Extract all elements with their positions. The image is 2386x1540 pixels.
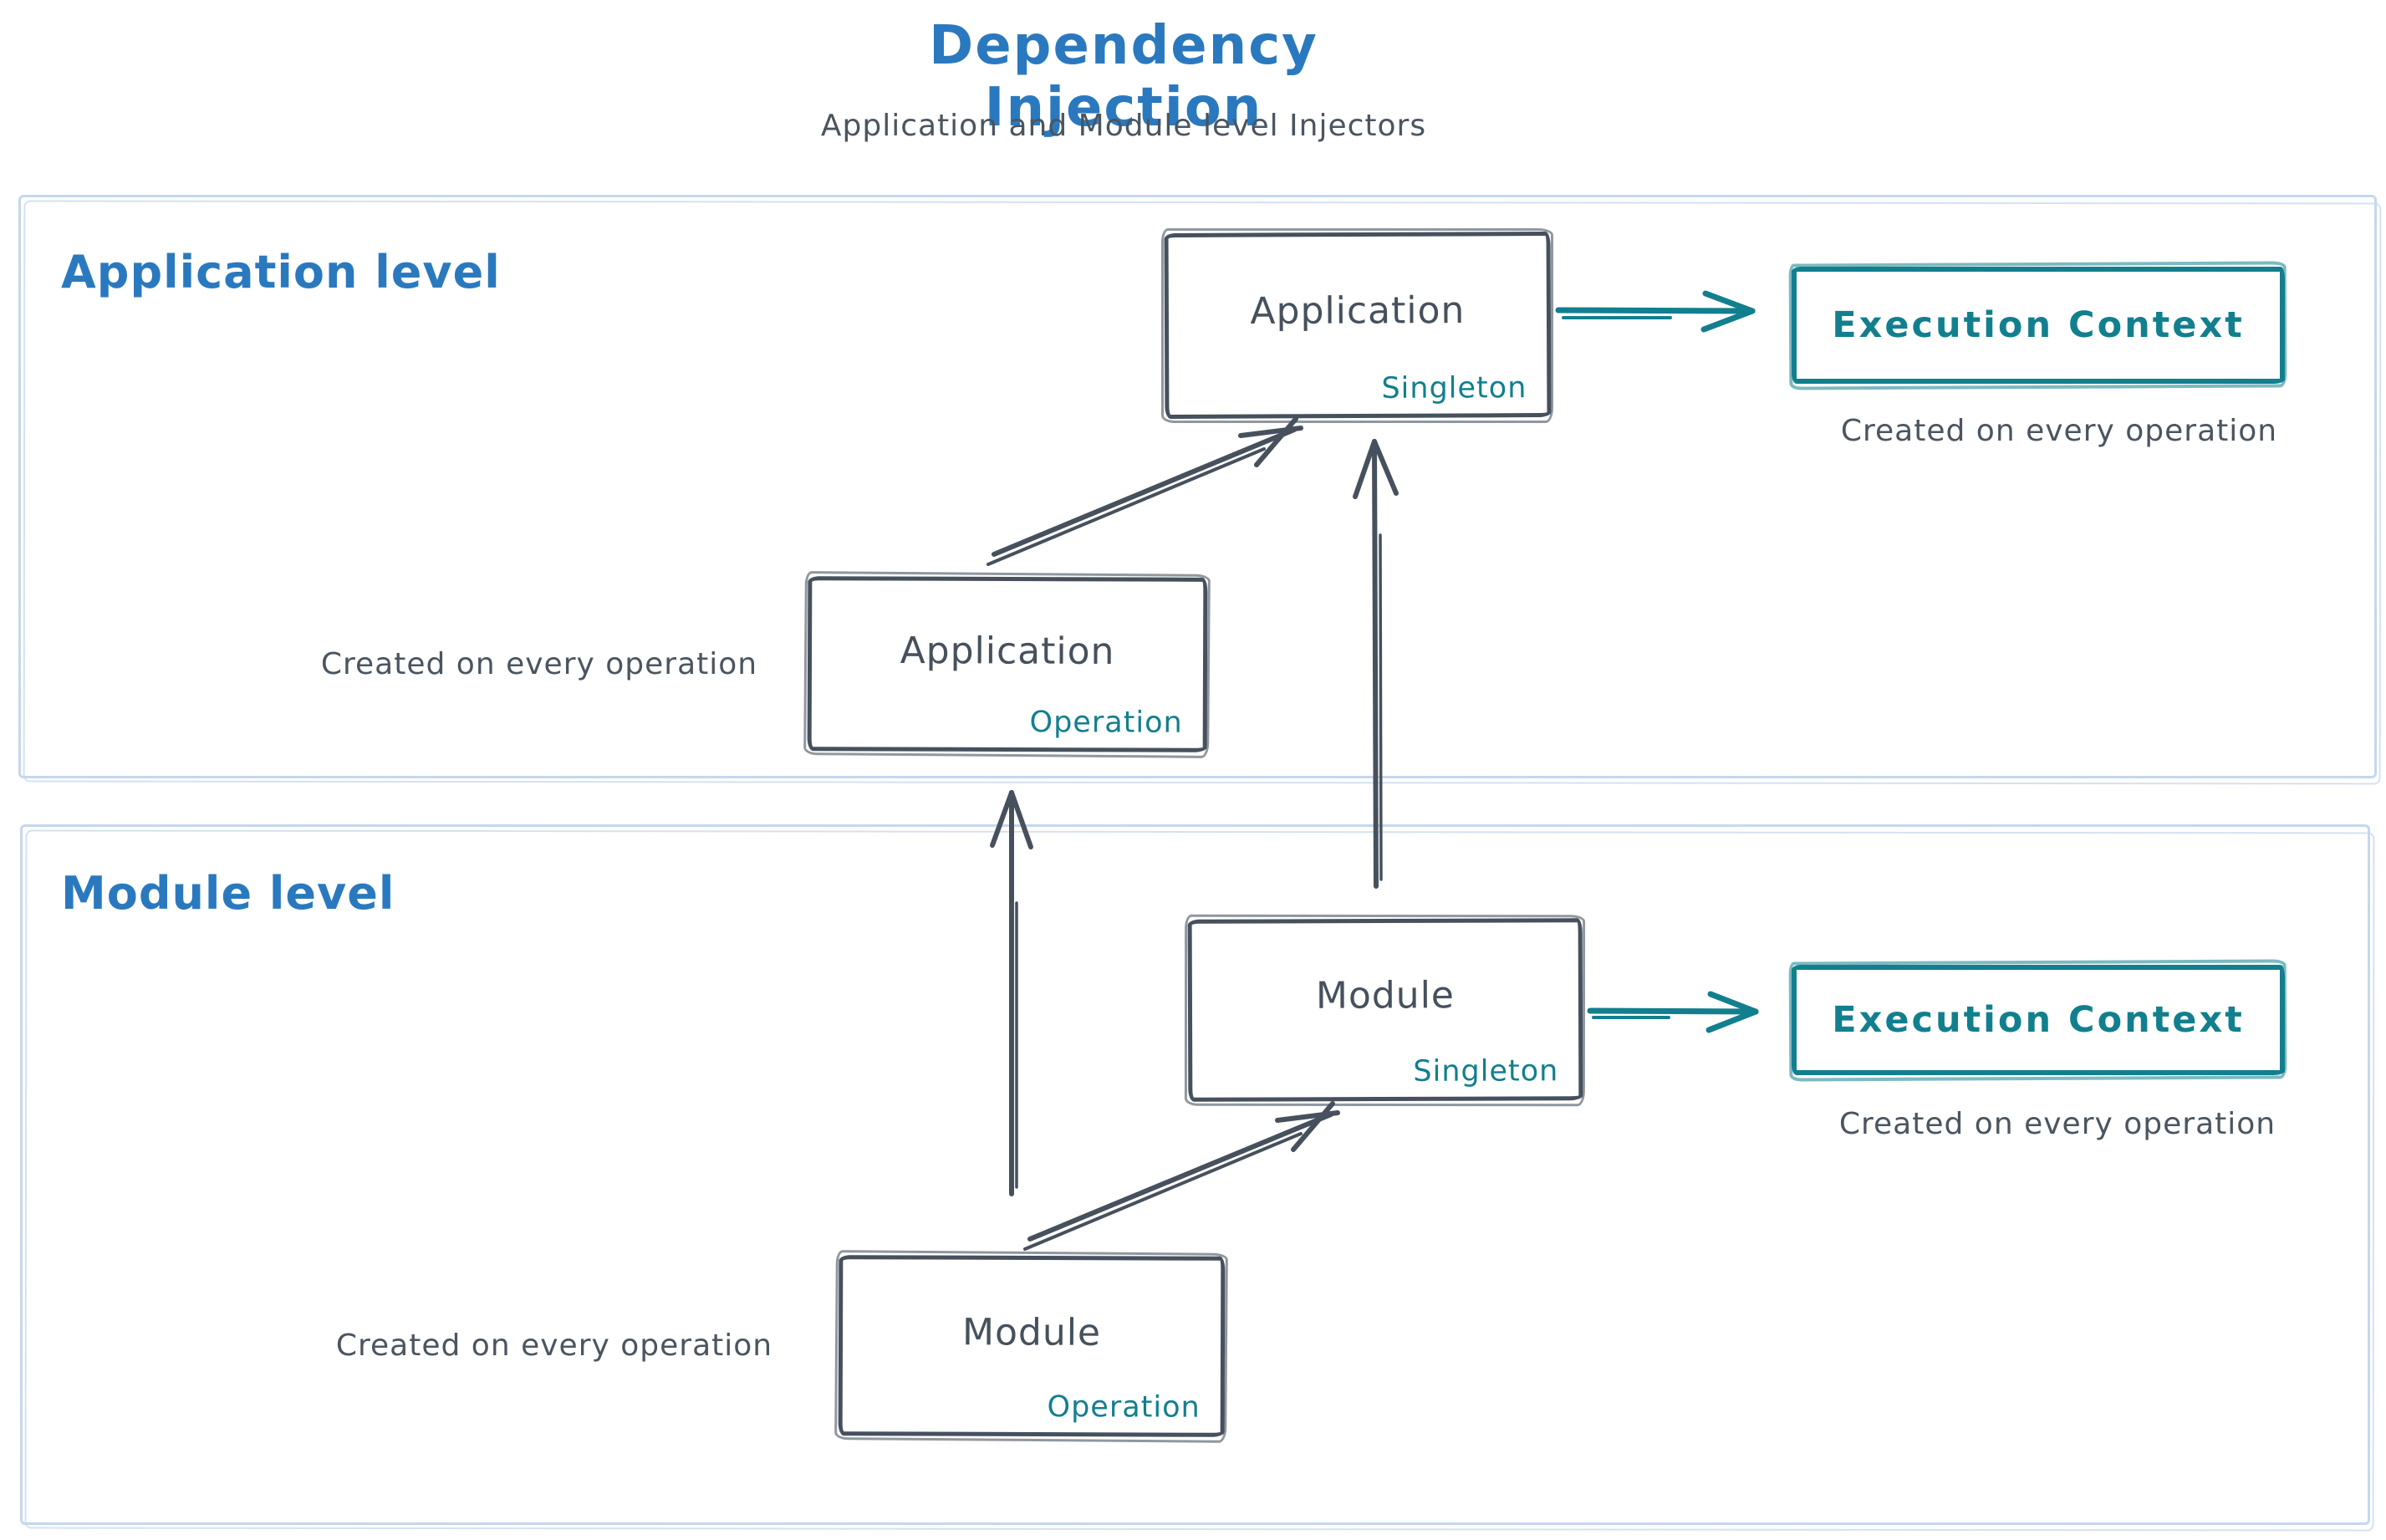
application-operation-note: Created on every operation (320, 647, 758, 681)
module-operation-tag: Operation (1047, 1390, 1201, 1425)
module-execution-context-label: Execution Context (1832, 999, 2245, 1041)
application-singleton-tag: Singleton (1381, 371, 1527, 405)
application-execution-context-box: Execution Context (1792, 267, 2285, 384)
module-operation-note: Created on every operation (335, 1328, 773, 1363)
module-singleton-box: Module Singleton (1187, 918, 1583, 1102)
module-execution-context-box: Execution Context (1792, 965, 2285, 1075)
application-level-container: Application level Application Singleton … (18, 195, 2377, 778)
application-execution-context-label: Execution Context (1832, 304, 2245, 346)
application-singleton-box: Application Singleton (1164, 231, 1552, 420)
module-operation-box: Module Operation (838, 1255, 1226, 1437)
application-operation-box: Application Operation (807, 576, 1208, 752)
module-level-container: Module level Module Singleton Module Ope… (20, 824, 2370, 1525)
module-level-label: Module level (61, 867, 395, 920)
page-title: Dependency Injection (929, 15, 1318, 139)
module-execution-note: Created on every operation (1838, 1107, 2276, 1141)
module-operation-title: Module (961, 1310, 1102, 1354)
application-operation-tag: Operation (1029, 706, 1183, 740)
application-execution-note: Created on every operation (1840, 414, 2278, 448)
application-operation-title: Application (900, 629, 1115, 673)
application-singleton-title: Application (1250, 288, 1466, 334)
application-level-label: Application level (61, 246, 501, 298)
module-singleton-tag: Singleton (1413, 1054, 1559, 1089)
page-subtitle: Application and Module level Injectors (820, 109, 1427, 143)
module-singleton-title: Module (1315, 974, 1456, 1018)
